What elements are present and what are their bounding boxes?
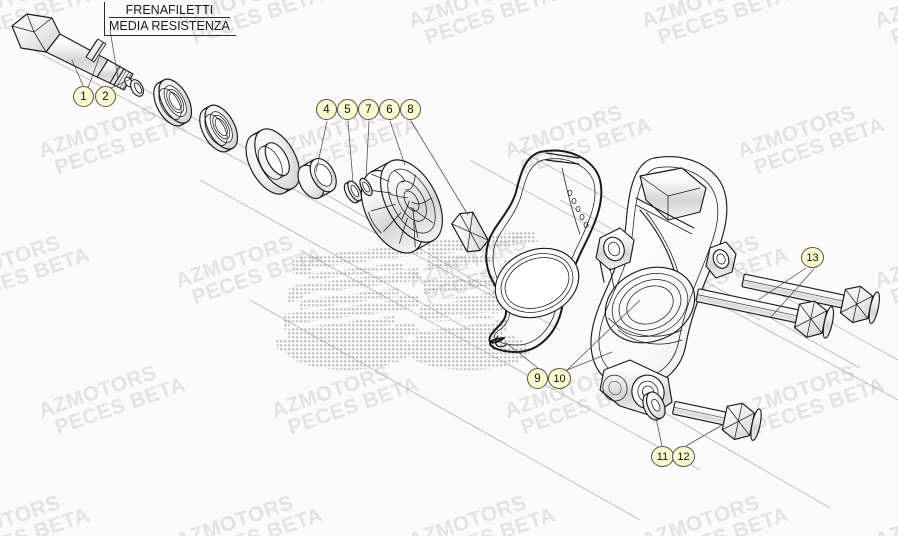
part-bearing-a — [153, 78, 193, 127]
note-line-2: MEDIA RESISTENZA — [109, 19, 230, 33]
part-shaft-seal-washer — [130, 79, 144, 97]
part-flange-bolt-short — [672, 401, 762, 441]
callout-pump-cover[interactable]: 10 — [548, 368, 571, 389]
callout-impeller-nut[interactable]: 8 — [400, 99, 421, 120]
callout-shaft-seal-washer[interactable]: 2 — [95, 86, 116, 107]
part-bearing-b — [199, 104, 239, 153]
callout-flat-washer[interactable]: 11 — [651, 446, 674, 467]
part-pump-cover — [590, 156, 737, 417]
part-o-ring — [359, 177, 373, 197]
callout-flange-bolt-long[interactable]: 13 — [801, 247, 824, 268]
part-flange-bolt-long-2 — [695, 288, 835, 339]
part-impeller-nut — [451, 211, 489, 253]
part-impeller — [360, 159, 443, 254]
part-flat-washer — [642, 391, 666, 421]
part-washer-5 — [343, 180, 363, 204]
part-mechanical-seal — [245, 128, 301, 195]
callout-pump-cover-gasket[interactable]: 9 — [527, 368, 548, 389]
note-frenafiletti: FRENAFILETTI MEDIA RESISTENZA — [104, 2, 236, 36]
callout-o-ring[interactable]: 7 — [358, 99, 379, 120]
callout-spacer-bush[interactable]: 4 — [316, 99, 337, 120]
part-flange-bolt-long-1 — [741, 273, 880, 324]
part-water-pump-shaft — [11, 13, 134, 91]
callout-flange-bolt-short[interactable]: 12 — [672, 446, 695, 467]
callout-washer[interactable]: 5 — [337, 99, 358, 120]
leader-lines — [71, 29, 815, 447]
callout-water-pump-shaft[interactable]: 1 — [73, 86, 94, 107]
callout-impeller[interactable]: 6 — [379, 99, 400, 120]
part-spacer-bush — [297, 157, 337, 200]
part-pump-cover-gasket — [485, 149, 603, 353]
note-line-1: FRENAFILETTI — [109, 3, 230, 18]
